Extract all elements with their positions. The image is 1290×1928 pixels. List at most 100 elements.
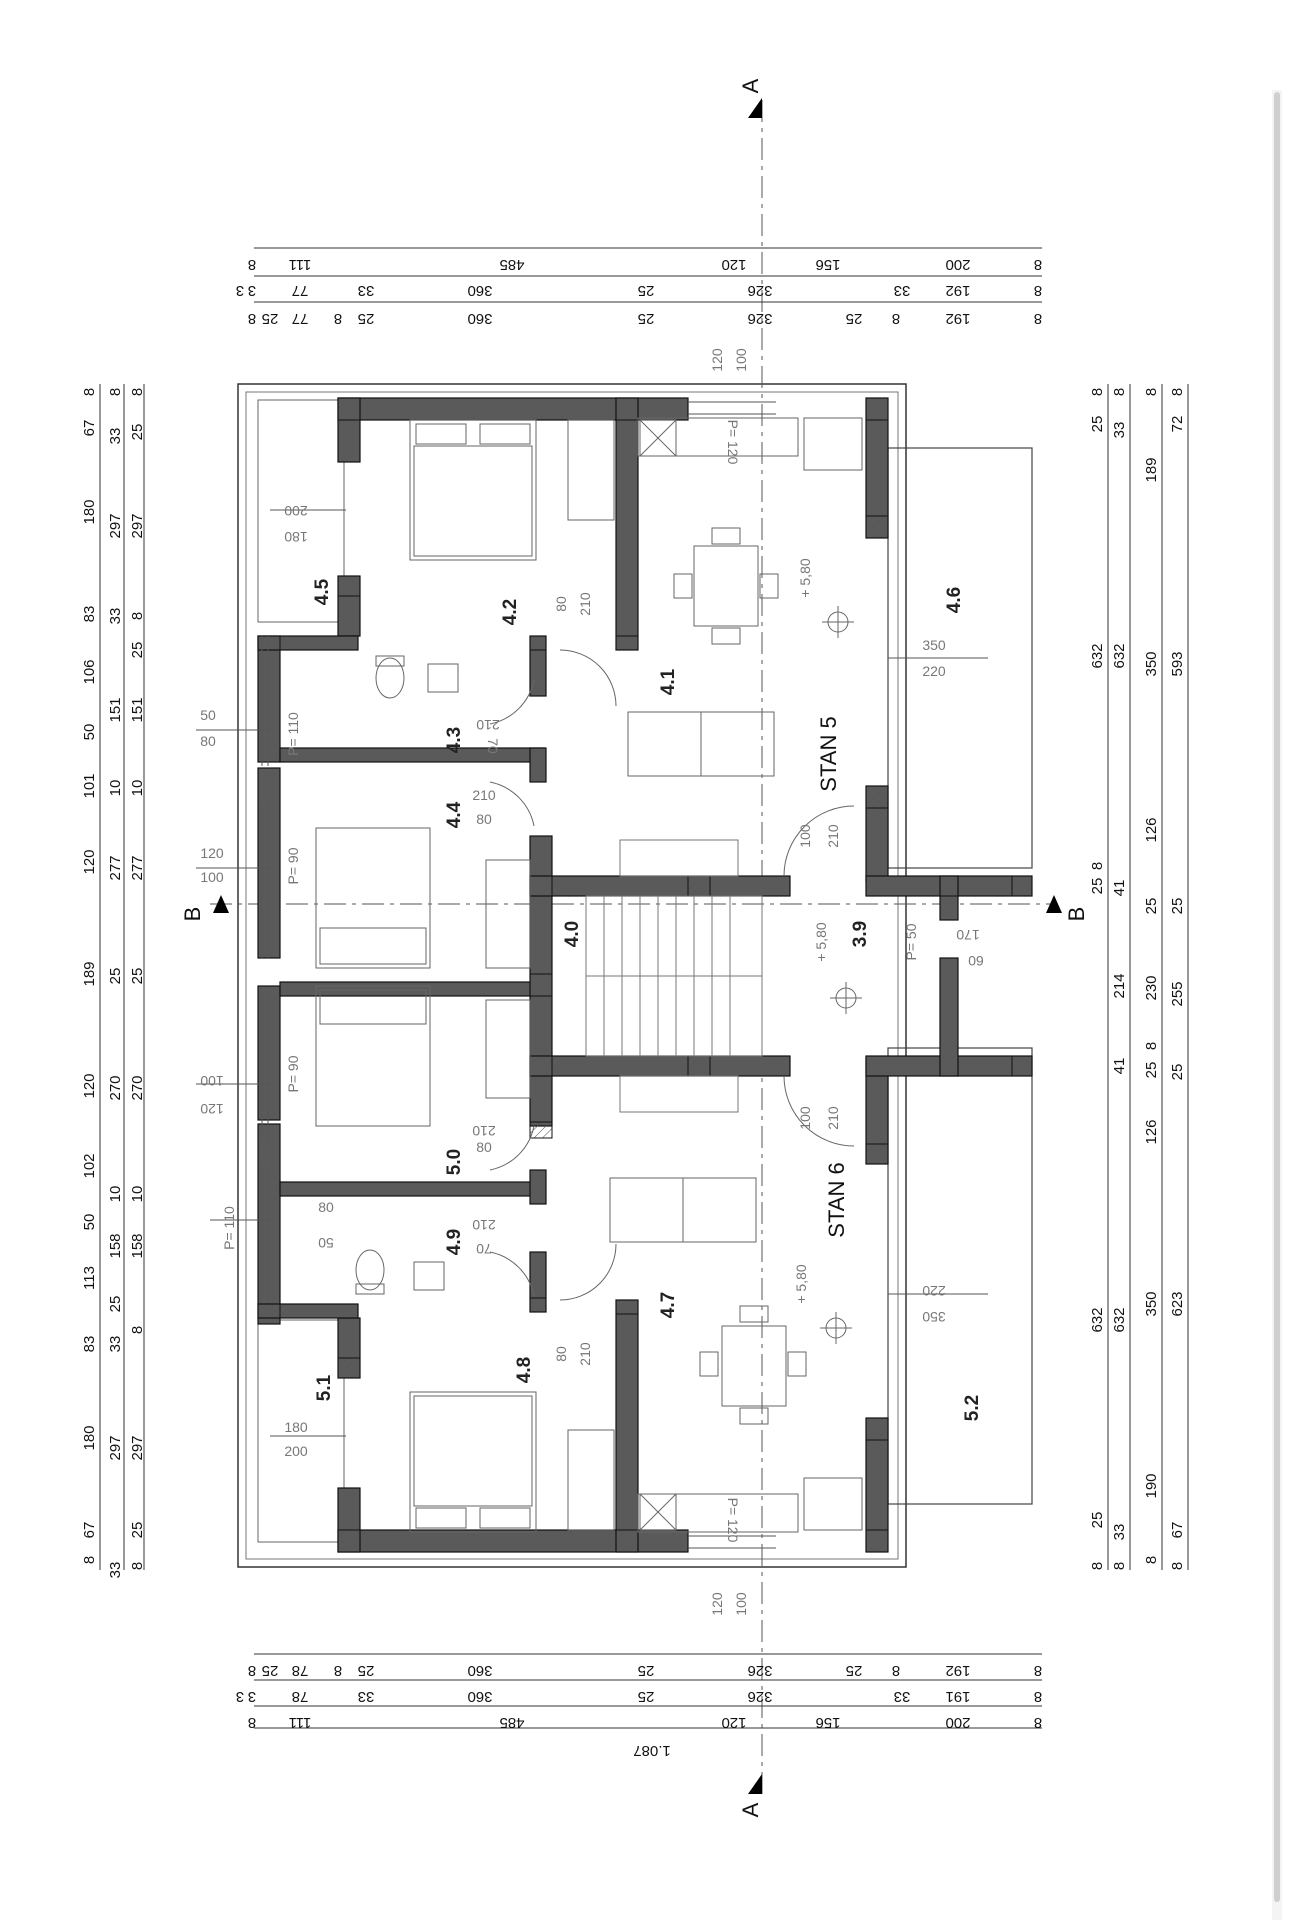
dim-left-c2-12: 33 — [107, 1336, 124, 1353]
dim-left-c3-5: 151 — [129, 697, 146, 722]
room-label-r43: 4.3 — [444, 727, 465, 753]
opening-5a: 120 — [709, 348, 725, 372]
door-dim-4b: 210 — [825, 824, 841, 848]
shaft-bottom — [639, 1493, 677, 1531]
scrollbar-thumb[interactable] — [1274, 92, 1280, 1902]
wardrobe-4 — [485, 999, 531, 1099]
dim-left-c2-1: 33 — [107, 428, 124, 445]
dim-bot-r1-5: 360 — [467, 1662, 492, 1679]
dim-left-c1-11: 50 — [81, 1214, 98, 1231]
dim-top-r3-9: 8 — [892, 310, 900, 327]
door-dim-3b: 210 — [472, 787, 496, 803]
dim-bot-r2-6: 326 — [747, 1688, 772, 1705]
door-dim-4a: 100 — [797, 824, 813, 848]
dim-right-c3-8: 126 — [1143, 1119, 1160, 1144]
dim-right-c2-5: 41 — [1111, 1058, 1128, 1075]
window-lines — [261, 401, 776, 1549]
kitchen-parapet-1: P= 120 — [725, 420, 741, 465]
dim-bot-r2-3: 33 — [358, 1688, 375, 1705]
dim-left-c3-15: 8 — [129, 1562, 146, 1570]
dim-left-c3-4: 25 — [129, 642, 146, 659]
dim-top-r1-1: 111 — [289, 256, 312, 273]
dim-right-c4-4: 255 — [1169, 981, 1186, 1006]
opening-5b: 100 — [733, 348, 749, 372]
dim-top-r2-4: 360 — [467, 282, 492, 299]
dim-left-c1-15: 67 — [81, 1522, 98, 1539]
dim-left-c2-10: 158 — [107, 1233, 124, 1258]
dim-left-c1-10: 102 — [81, 1153, 98, 1178]
section-arrow-a-top — [748, 98, 762, 118]
dim-top-r3-3: 8 — [334, 310, 342, 327]
dim-bot-r3-0: 8 — [248, 1714, 256, 1731]
dim-left-c1-0: 8 — [81, 388, 98, 396]
dim-right-c4-1: 72 — [1169, 416, 1186, 433]
dim-top-r3-11: 8 — [1034, 310, 1042, 327]
opening-3b: 220 — [922, 663, 946, 679]
dim-top-r1-5: 200 — [945, 256, 970, 273]
dim-left-c1-13: 83 — [81, 1336, 98, 1353]
bed-bottom — [409, 1391, 537, 1533]
dim-top-r1-3: 120 — [721, 256, 746, 273]
door-dim-6a: 80 — [476, 1139, 492, 1155]
window-dim-2b: 100 — [200, 869, 224, 885]
dim-bot-r3-4: 156 — [815, 1714, 840, 1731]
section-label-a-bottom: A — [738, 1802, 763, 1817]
door-arcs — [489, 649, 855, 1301]
dim-left-c3-12: 8 — [129, 1326, 146, 1334]
dim-right-c3-3: 126 — [1143, 817, 1160, 842]
walls — [257, 397, 1033, 1553]
dim-bot-r1-4: 25 — [358, 1662, 375, 1679]
dim-bot-r3-1: 111 — [289, 1714, 312, 1731]
dim-left-c2-6: 277 — [107, 855, 124, 880]
dim-left-c3-7: 277 — [129, 855, 146, 880]
terrace-outline-bottom — [887, 1047, 1033, 1505]
dim-top-r3-8: 25 — [846, 310, 863, 327]
bed-top — [409, 419, 537, 561]
door-dim-8b: 210 — [577, 1342, 593, 1366]
dim-right-c1-0: 8 — [1089, 388, 1106, 396]
dim-left-c3-2: 297 — [129, 513, 146, 538]
dim-left-c2-3: 33 — [107, 608, 124, 625]
columns — [257, 397, 1033, 1553]
dim-top-r2-1: 3 — [248, 282, 256, 299]
kitchen-top — [637, 417, 799, 457]
dim-left-c3-8: 25 — [129, 968, 146, 985]
dim-left-c2-0: 8 — [107, 388, 124, 396]
dim-right-c3-4: 25 — [1143, 898, 1160, 915]
section-arrow-a-bottom — [748, 1774, 762, 1794]
dim-bot-r1-9: 8 — [892, 1662, 900, 1679]
dim-bot-r1-7: 326 — [747, 1662, 772, 1679]
building-outline-inner — [245, 391, 899, 1560]
bed-single-2 — [315, 985, 431, 1127]
room-label-r50: 5.0 — [444, 1149, 465, 1175]
dim-left-c1-14: 180 — [81, 1425, 98, 1450]
dim-right-c4-3: 25 — [1169, 898, 1186, 915]
dim-left-c2-2: 297 — [107, 513, 124, 538]
door-dim-2a: 70 — [485, 738, 501, 754]
dim-left-c2-5: 10 — [107, 780, 124, 797]
loggia-bottom — [257, 1319, 345, 1543]
dim-bot-r1-3: 8 — [334, 1662, 342, 1679]
dim-right-c1-3: 8 — [1089, 862, 1106, 870]
sink-bottom — [413, 1261, 445, 1291]
dim-bot-r2-0: 3 — [236, 1688, 244, 1705]
parapet-3: P= 90 — [285, 1055, 301, 1092]
dim-top-r2-7: 33 — [894, 282, 911, 299]
dim-right-c4-6: 623 — [1169, 1291, 1186, 1316]
wardrobe-3 — [485, 859, 531, 969]
dim-left-c3-13: 297 — [129, 1435, 146, 1460]
door-dim-8a: 80 — [553, 1346, 569, 1362]
room-label-r47: 4.7 — [658, 1292, 679, 1318]
dim-left-c1-6: 101 — [81, 773, 98, 798]
dim-right-c2-1: 33 — [1111, 422, 1128, 439]
dim-left-c1-5: 50 — [81, 724, 98, 741]
dim-right-c3-0: 8 — [1143, 388, 1160, 396]
opening-4b: 350 — [922, 1309, 946, 1325]
dim-bot-r2-4: 360 — [467, 1688, 492, 1705]
opening-6a: 120 — [709, 1592, 725, 1616]
dim-left-c1-3: 83 — [81, 606, 98, 623]
dim-left-c2-14: 33 — [107, 1562, 124, 1579]
dim-top-r3-2: 77 — [292, 310, 309, 327]
dim-left-c2-8: 270 — [107, 1075, 124, 1100]
dim-bot-r1-0: 8 — [248, 1662, 256, 1679]
